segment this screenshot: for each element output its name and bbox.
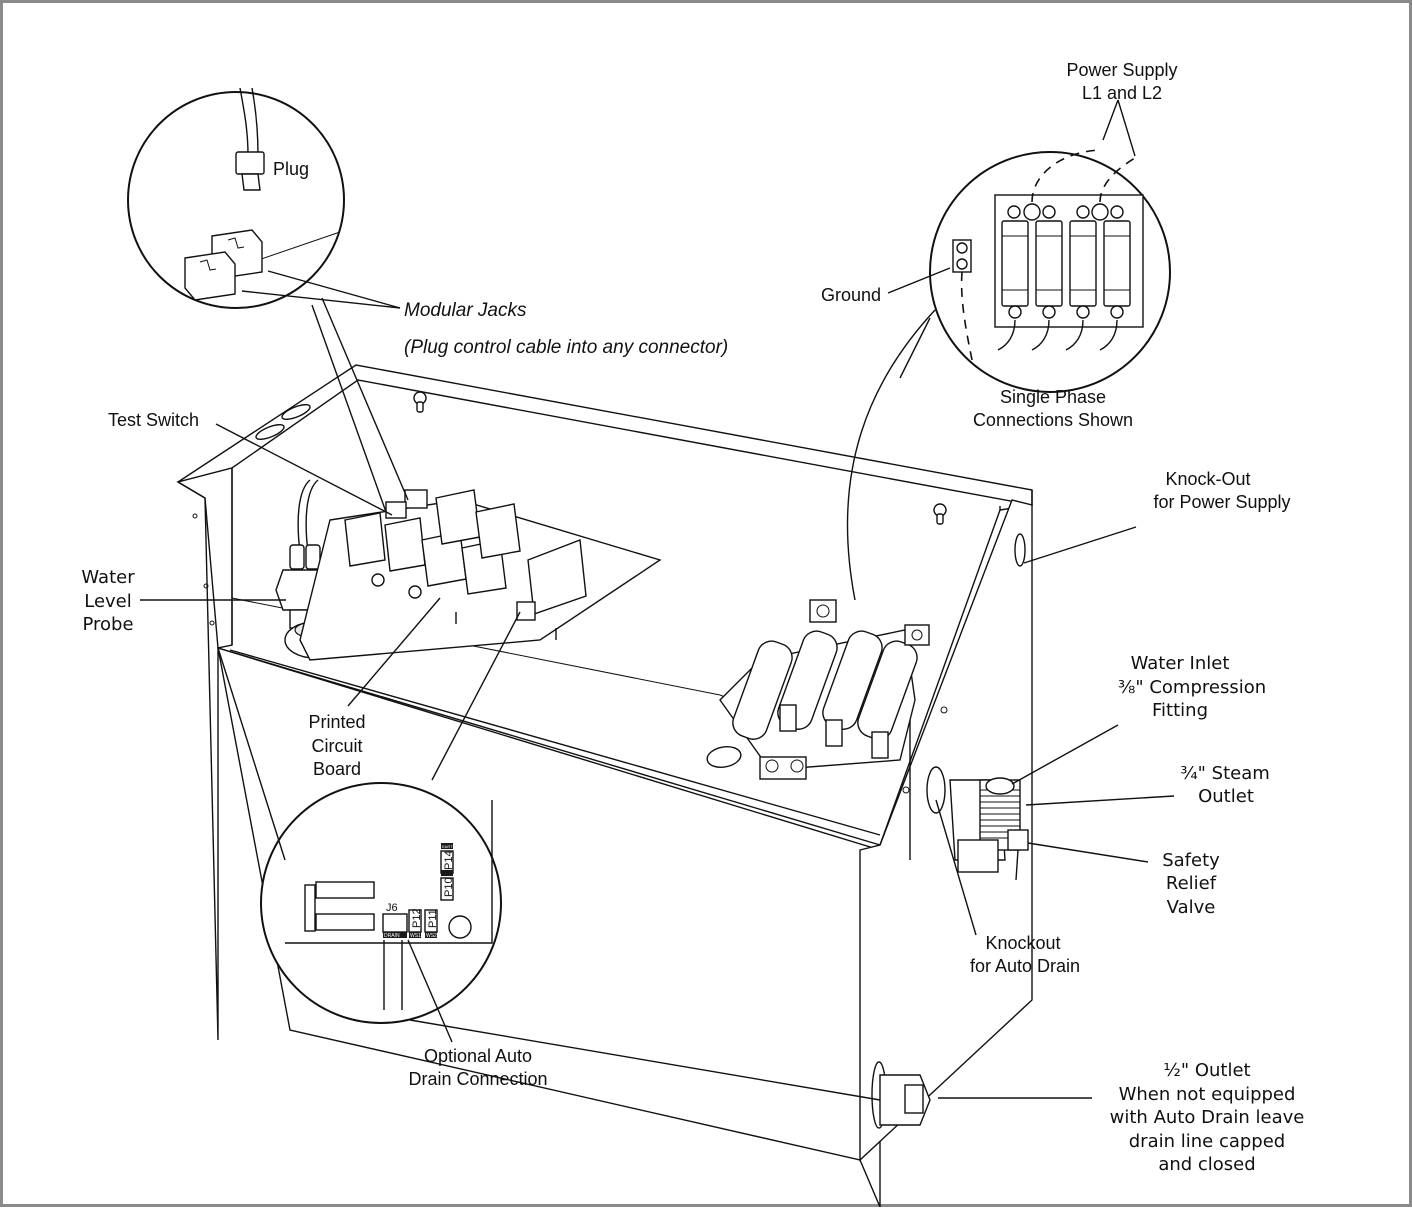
modular-jacks-detail-circle: [127, 87, 345, 309]
labels: Plug Modular Jacks (Plug control cable i…: [81, 60, 1304, 1175]
printed-circuit-board: [299, 489, 662, 661]
half-outlet-label-3: with Auto Drain leave: [1110, 1107, 1305, 1128]
knockout-auto-drain-label-1: Knockout: [985, 933, 1060, 953]
ground-label: Ground: [821, 285, 881, 305]
pcb-label-2: Circuit: [311, 736, 362, 756]
half-outlet-label-5: and closed: [1158, 1154, 1255, 1175]
water-level-probe-label-2: Level: [84, 591, 132, 612]
power-supply-label-1: Power Supply: [1066, 60, 1177, 80]
pcb-p11-label: P11: [427, 909, 439, 928]
power-supply-detail-circle: [929, 149, 1171, 393]
callout-lines: [140, 99, 1175, 1101]
water-level-probe-label-3: Probe: [82, 614, 133, 635]
knock-out-power-label-1: Knock-Out: [1165, 469, 1250, 489]
power-supply-label-2: L1 and L2: [1082, 83, 1162, 103]
pcb-p14-label: P14: [443, 850, 455, 870]
knockout-auto-drain-label-2: for Auto Drain: [970, 956, 1080, 976]
half-outlet-label-2: When not equipped: [1119, 1084, 1296, 1105]
auto-drain-connection-label-2: Drain Connection: [408, 1069, 547, 1089]
pcb-j6-label: J6: [386, 902, 398, 914]
auto-drain-detail-circle: J6 P12 P11 P14 P10 DRAIN WS1 WS2 EARTH: [260, 782, 502, 1024]
steam-outlet-label-1: ¾" Steam: [1180, 763, 1270, 784]
pcb-label-1: Printed: [308, 712, 365, 732]
auto-drain-connection-label-1: Optional Auto: [424, 1046, 532, 1066]
pcb-drain-label: DRAIN: [384, 933, 400, 939]
single-phase-label-1: Single Phase: [1000, 387, 1106, 407]
test-switch-label: Test Switch: [108, 410, 199, 430]
water-inlet-label-2: ⅜" Compression: [1118, 677, 1266, 698]
pcb-ws1-label: WS1: [410, 933, 421, 939]
knock-out-power-label-2: for Power Supply: [1153, 492, 1290, 512]
safety-relief-valve-label-3: Valve: [1167, 897, 1216, 918]
pcb-p12-label: P12: [411, 908, 423, 928]
water-inlet-label-1: Water Inlet: [1131, 653, 1230, 674]
pcb-earth-label: EARTH: [442, 844, 456, 849]
water-level-probe-label-1: Water: [81, 567, 135, 588]
water-inlet-label-3: Fitting: [1152, 700, 1208, 721]
steam-outlet-assembly: [871, 766, 1029, 1129]
pcb-p10-label: P10: [443, 877, 455, 897]
pcb-ws2-label: WS2: [426, 933, 437, 939]
safety-relief-valve-label-1: Safety: [1162, 850, 1220, 871]
half-outlet-label-1: ½" Outlet: [1163, 1060, 1250, 1081]
modular-jacks-label: Modular Jacks: [404, 300, 527, 321]
modular-jacks-note: (Plug control cable into any connector): [404, 337, 728, 358]
safety-relief-valve-label-2: Relief: [1166, 873, 1217, 894]
pcb-label-3: Board: [313, 759, 361, 779]
half-outlet-label-4: drain line capped: [1129, 1131, 1285, 1152]
plug-label: Plug: [273, 159, 309, 179]
single-phase-label-2: Connections Shown: [973, 410, 1133, 430]
fuse-block: [706, 599, 930, 780]
steam-outlet-label-2: Outlet: [1198, 786, 1254, 807]
